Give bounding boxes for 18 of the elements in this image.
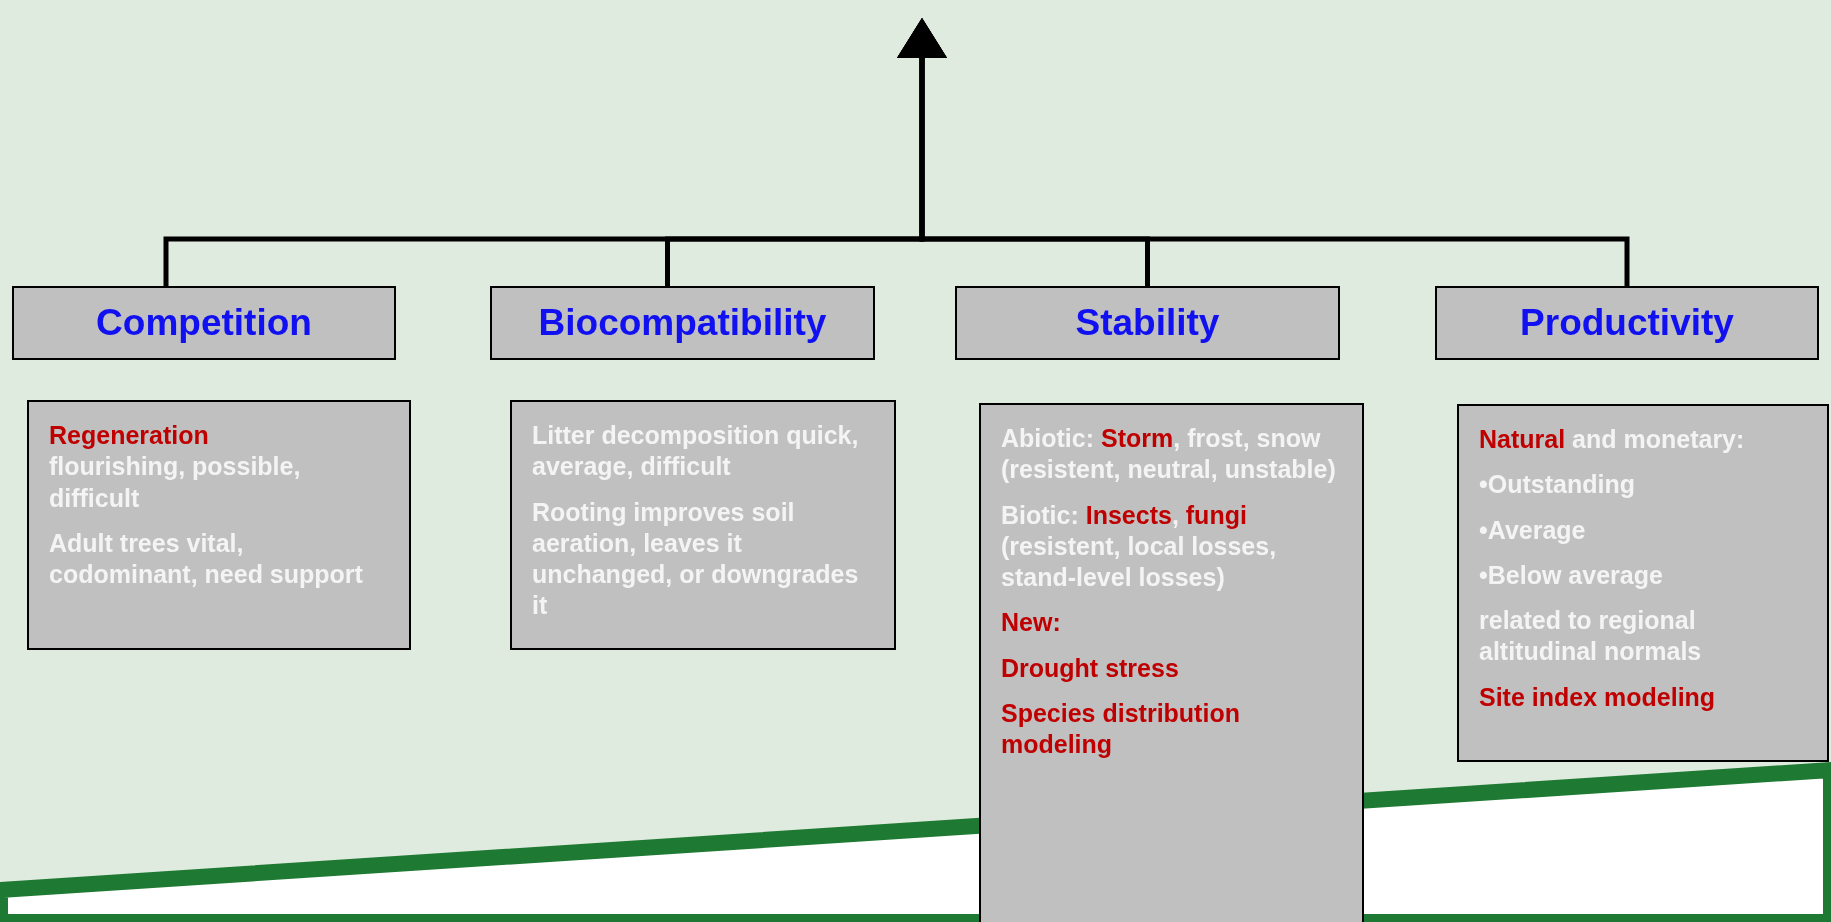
category-box bbox=[955, 286, 1340, 360]
connector-arrow bbox=[897, 18, 1630, 286]
category-title: Productivity bbox=[1520, 302, 1734, 344]
description-text: Regeneration bbox=[49, 420, 210, 451]
description-box bbox=[510, 400, 896, 650]
description-box bbox=[979, 403, 1364, 922]
category-box bbox=[12, 286, 396, 360]
description-text: Site index modeling bbox=[1479, 681, 1717, 713]
category-title: Competition bbox=[96, 302, 312, 344]
description-text: Drought stress bbox=[1001, 652, 1180, 684]
category-box bbox=[490, 286, 875, 360]
category-title: Biocompatibility bbox=[538, 302, 827, 344]
description-text: Species distribution modeling bbox=[1001, 697, 1241, 760]
description-text: New: bbox=[1001, 607, 1062, 639]
category-title: Stability bbox=[1075, 302, 1220, 344]
description-box bbox=[1457, 404, 1829, 762]
category-box bbox=[1435, 286, 1819, 360]
description-box bbox=[27, 400, 411, 650]
